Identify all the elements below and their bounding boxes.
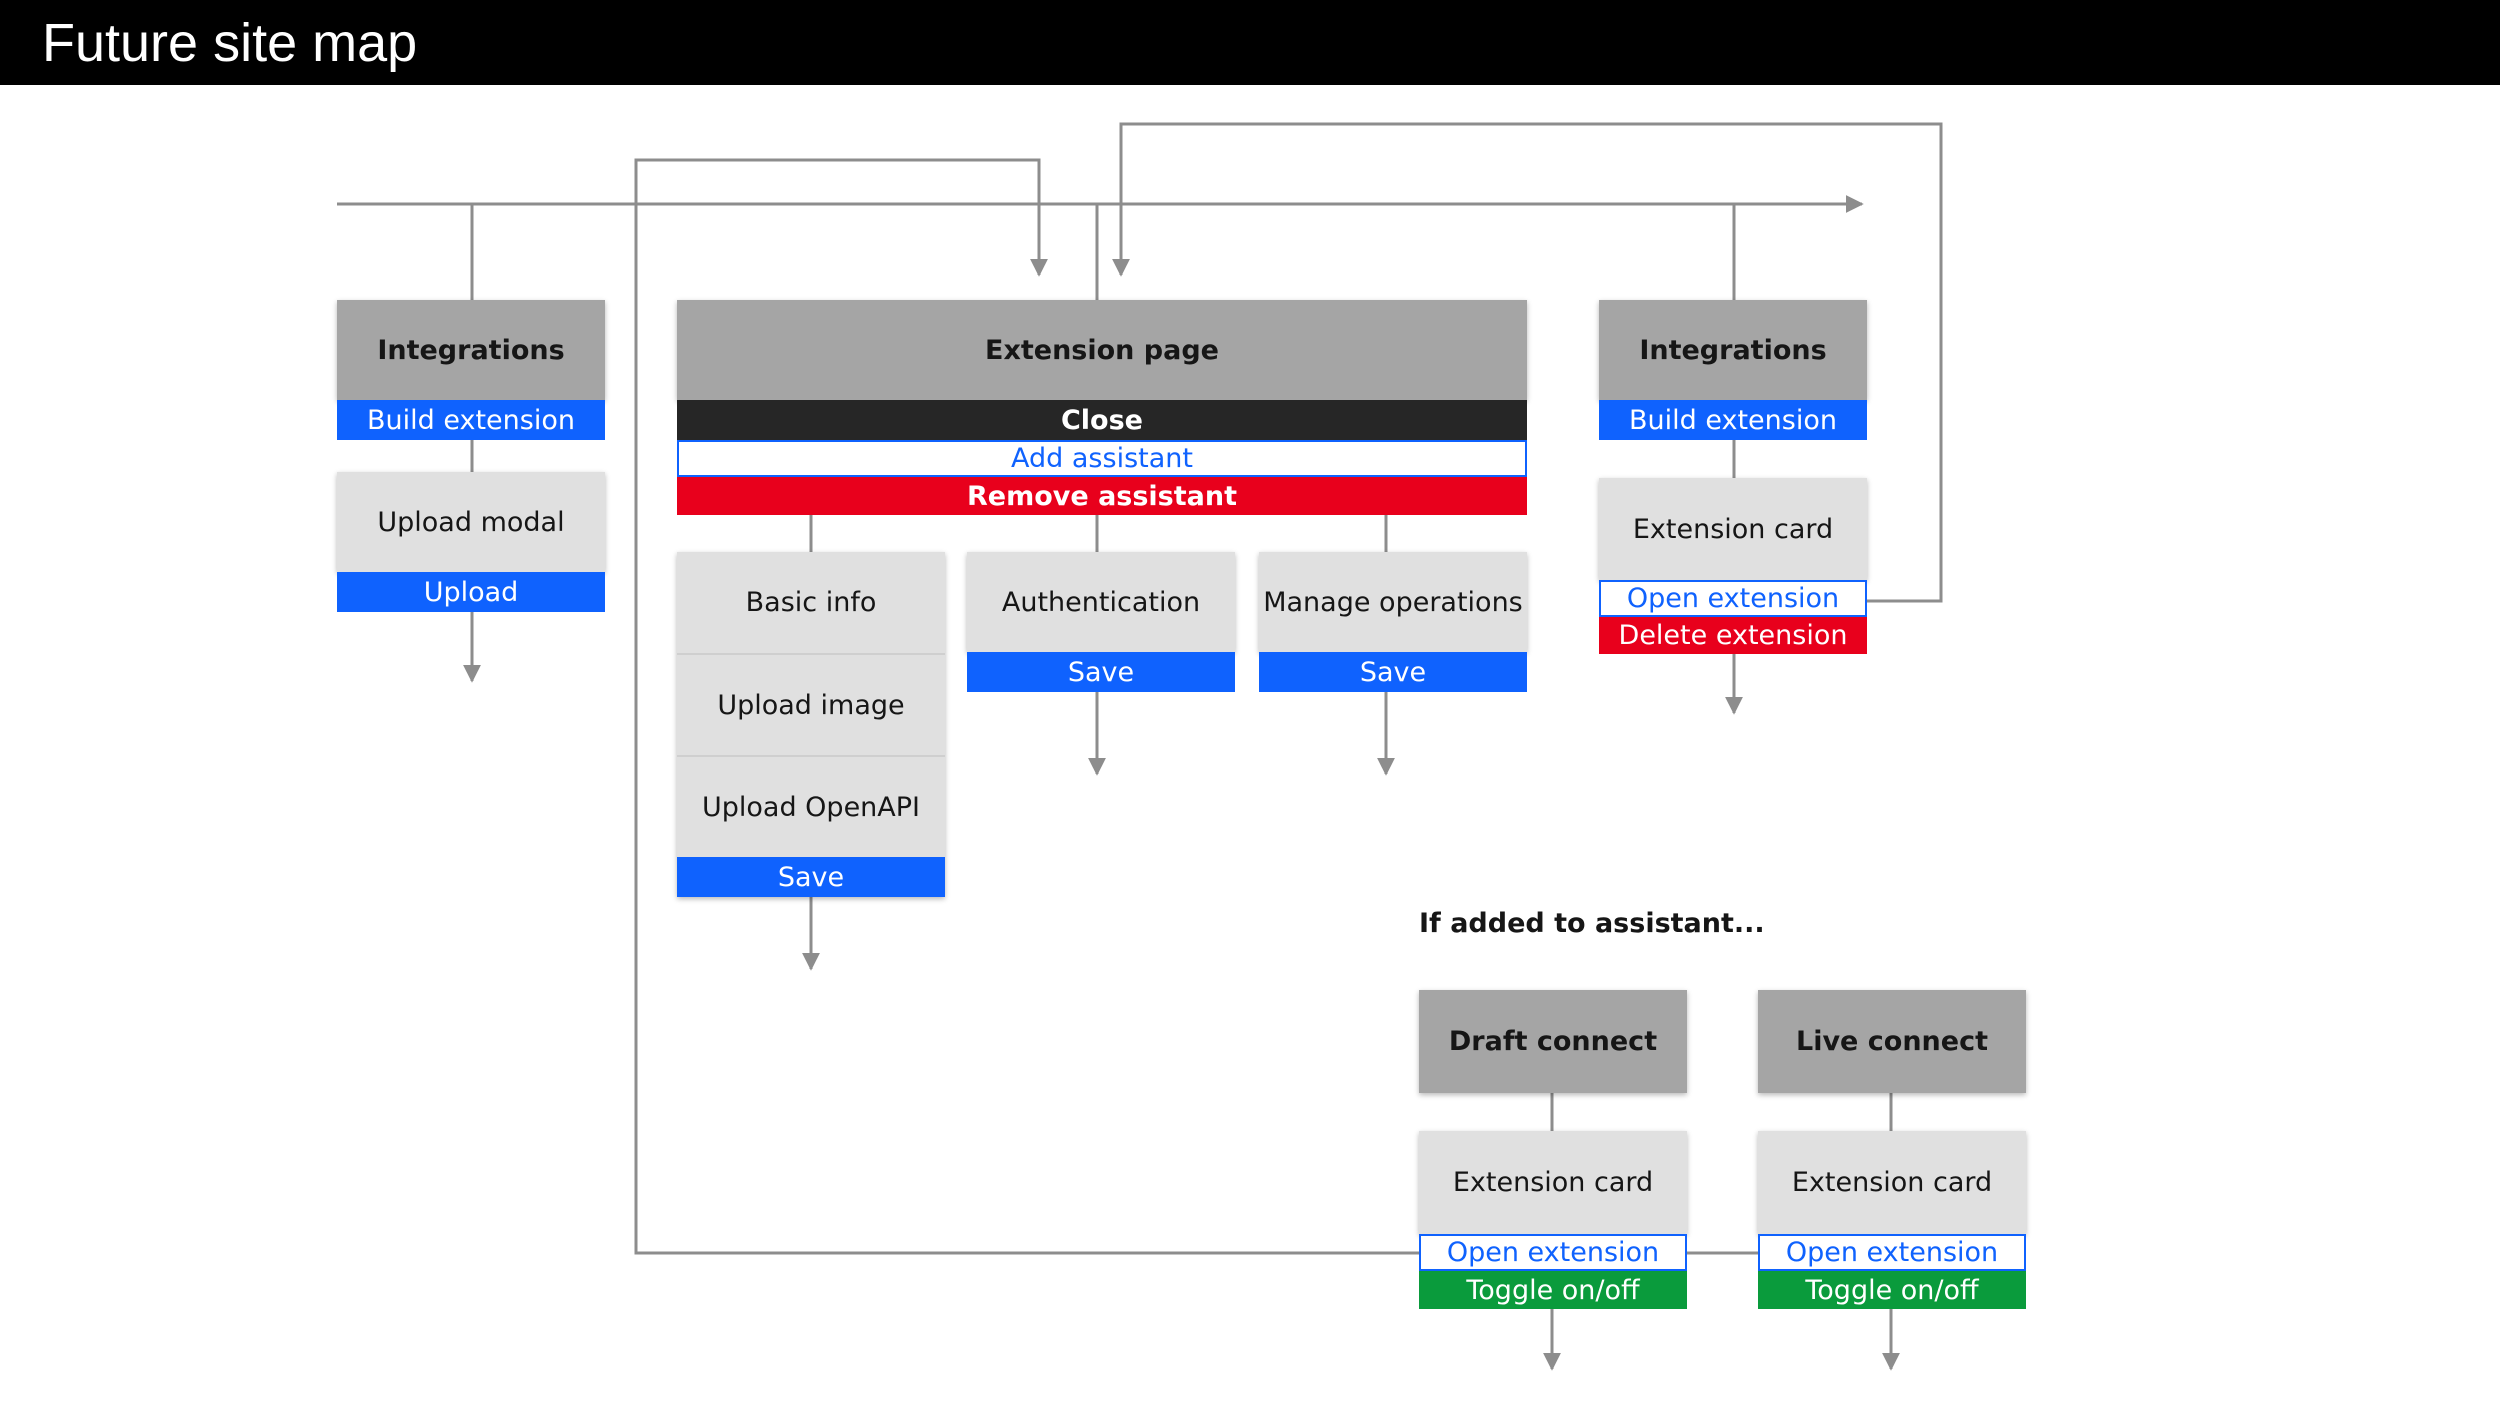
divider (677, 755, 945, 757)
draft-toggle-button[interactable]: Toggle on/off (1419, 1271, 1687, 1309)
draft-open-extension-button[interactable]: Open extension (1419, 1234, 1687, 1271)
right-build-extension-button[interactable]: Build extension (1599, 400, 1867, 440)
upload-image-item: Upload image (677, 655, 945, 755)
page-title: Future site map (42, 13, 418, 73)
extension-page-header: Extension page (677, 300, 1527, 400)
loop-draft-to-extension-page (634, 158, 1420, 1255)
delete-extension-button[interactable]: Delete extension (1599, 617, 1867, 654)
live-toggle-button[interactable]: Toggle on/off (1758, 1271, 2026, 1309)
basic-info-item: Basic info (677, 552, 945, 653)
upload-openapi-item: Upload OpenAPI (677, 757, 945, 857)
upload-modal-card: Upload modal (337, 472, 605, 572)
authentication-save-button[interactable]: Save (967, 652, 1235, 692)
title-bar: Future site map (0, 0, 2500, 85)
close-button[interactable]: Close (677, 400, 1527, 440)
extension-card: Extension card (1599, 478, 1867, 580)
open-extension-button[interactable]: Open extension (1599, 580, 1867, 617)
draft-connect-header: Draft connect (1419, 990, 1687, 1093)
remove-assistant-button[interactable]: Remove assistant (677, 477, 1527, 515)
live-connect-header: Live connect (1758, 990, 2026, 1093)
operations-save-button[interactable]: Save (1259, 652, 1527, 692)
manage-operations-card: Manage operations (1259, 552, 1527, 652)
left-build-extension-button[interactable]: Build extension (337, 400, 605, 440)
left-integrations-header: Integrations (337, 300, 605, 400)
loop-open-to-extension-page (1112, 122, 1943, 603)
upload-button[interactable]: Upload (337, 572, 605, 612)
divider (677, 653, 945, 655)
live-extension-card: Extension card (1758, 1131, 2026, 1234)
authentication-card: Authentication (967, 552, 1235, 652)
draft-extension-card: Extension card (1419, 1131, 1687, 1234)
right-integrations-header: Integrations (1599, 300, 1867, 400)
details-save-button[interactable]: Save (677, 857, 945, 897)
live-open-extension-button[interactable]: Open extension (1758, 1234, 2026, 1271)
conditional-note: If added to assistant... (1419, 908, 1765, 939)
add-assistant-button[interactable]: Add assistant (677, 440, 1527, 477)
